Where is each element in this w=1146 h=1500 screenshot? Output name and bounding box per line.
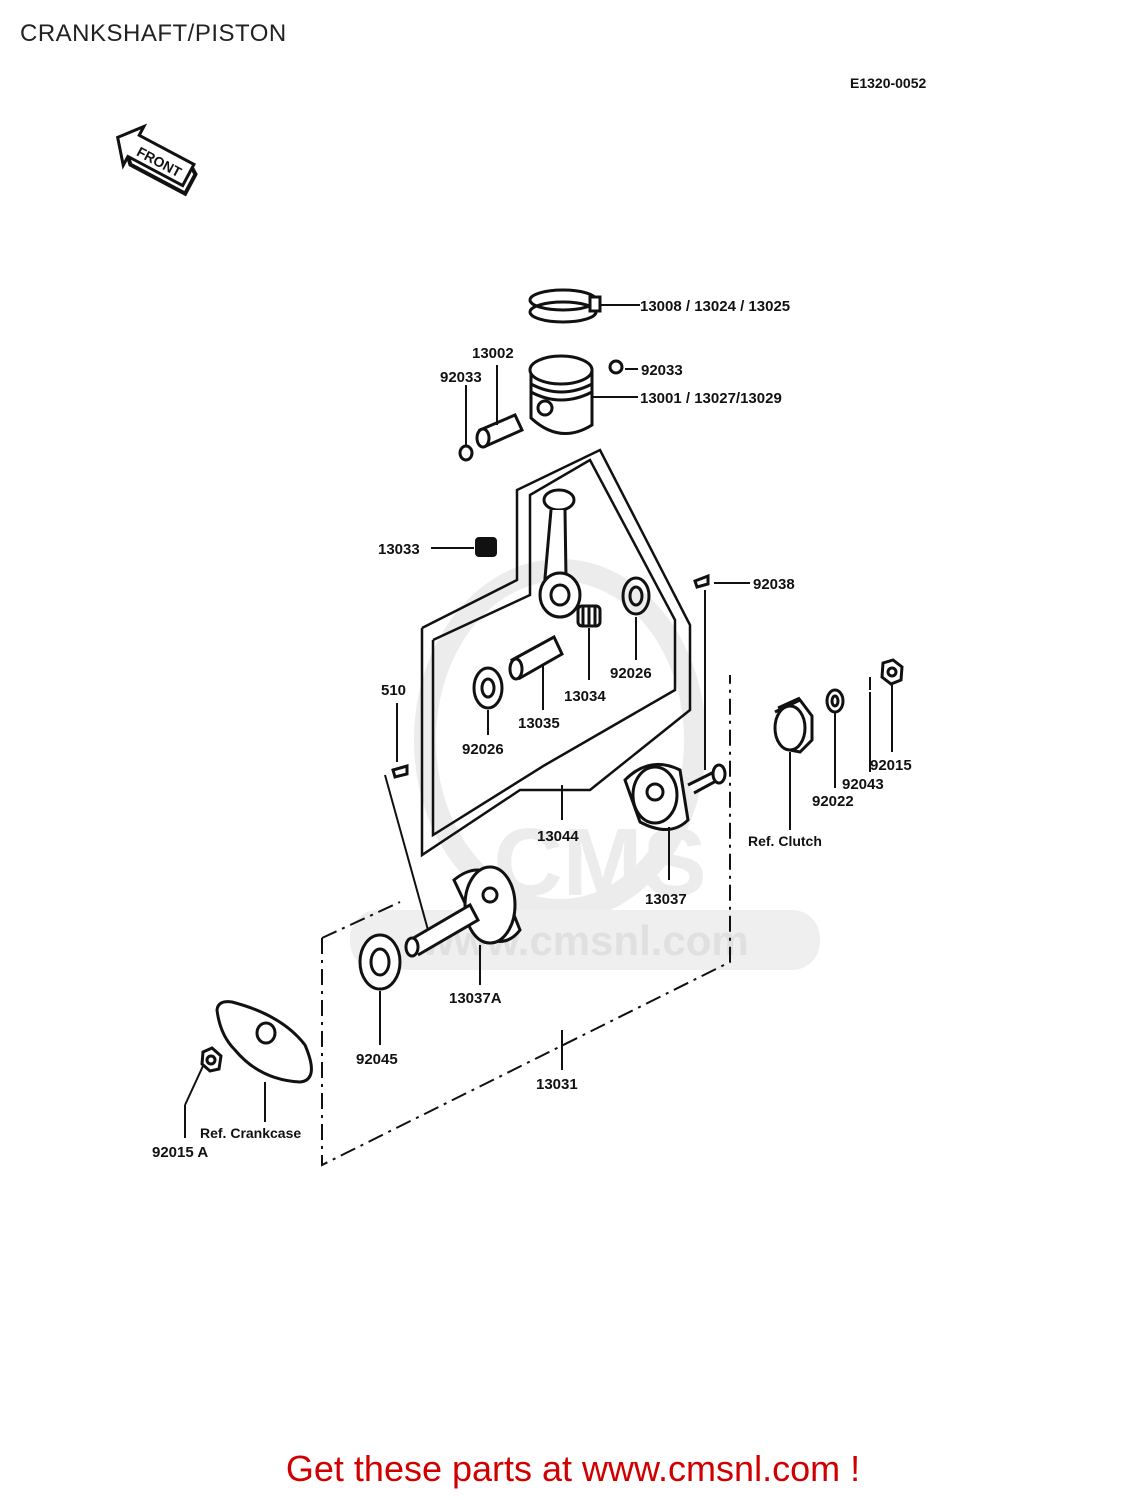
piston-pin	[475, 413, 525, 449]
label-big-end-bearing: 13034	[564, 688, 606, 705]
label-clip-right: 92033	[641, 362, 683, 379]
crankcase-plate	[215, 1000, 313, 1084]
nut-left	[200, 1046, 223, 1073]
label-rings: 13008 / 13024 / 13025	[640, 298, 790, 315]
circlip-left	[458, 444, 474, 462]
connecting-rod	[538, 488, 582, 619]
label-nut-right: 92015	[870, 757, 912, 774]
front-arrow-icon: FRONT	[115, 123, 198, 197]
label-washer-right: 92026	[610, 665, 652, 682]
big-end-bearing	[576, 604, 602, 628]
watermark: CMS www.cmsnl.com	[350, 559, 820, 970]
leader-lines	[184, 304, 893, 1138]
page-title: CRANKSHAFT/PISTON	[20, 20, 287, 47]
label-crank-half-right: 13037	[645, 891, 687, 908]
conrod-group-outline	[420, 448, 692, 858]
label-washer-clutch: 92022	[812, 793, 854, 810]
woodruff-key-top	[693, 573, 710, 589]
label-crankpin: 13035	[518, 715, 560, 732]
woodruff-key-left	[391, 764, 409, 779]
footer-link[interactable]: Get these parts at www.cmsnl.com !	[285, 1448, 861, 1489]
crank-group-outline	[321, 675, 731, 1167]
label-cotter: 92043	[842, 776, 884, 793]
clutch-gear	[773, 696, 814, 754]
nut-right	[880, 658, 904, 686]
circlip-right	[608, 359, 624, 375]
label-key-left: 510	[381, 682, 406, 699]
crank-half-left	[404, 865, 522, 958]
label-pin: 13002	[472, 345, 514, 362]
label-small-end-bearing: 13033	[378, 541, 420, 558]
diagram-code: E1320-0052	[850, 75, 927, 91]
crankpin	[508, 634, 564, 681]
label-piston: 13001 / 13027/13029	[640, 390, 782, 407]
thrust-washer-left	[472, 666, 504, 710]
label-ref-crankcase: Ref. Crankcase	[200, 1125, 301, 1141]
crank-half-right	[623, 762, 727, 831]
label-washer-left: 92026	[462, 741, 504, 758]
ball-bearing	[358, 933, 402, 991]
piston-rings	[528, 288, 602, 324]
small-end-bearing	[475, 537, 497, 557]
label-crank-half-left: 13037A	[449, 990, 502, 1007]
label-key-top: 92038	[753, 576, 795, 593]
label-crank-assy: 13031	[536, 1076, 578, 1093]
label-conrod-assy: 13044	[537, 828, 579, 845]
label-bearing: 92045	[356, 1051, 398, 1068]
washer-clutch	[825, 688, 845, 714]
piston	[528, 354, 594, 435]
label-clip-left: 92033	[440, 369, 482, 386]
thrust-washer-right	[621, 576, 651, 616]
label-ref-clutch: Ref. Clutch	[748, 833, 822, 849]
label-nut-left: 92015 A	[152, 1144, 208, 1161]
